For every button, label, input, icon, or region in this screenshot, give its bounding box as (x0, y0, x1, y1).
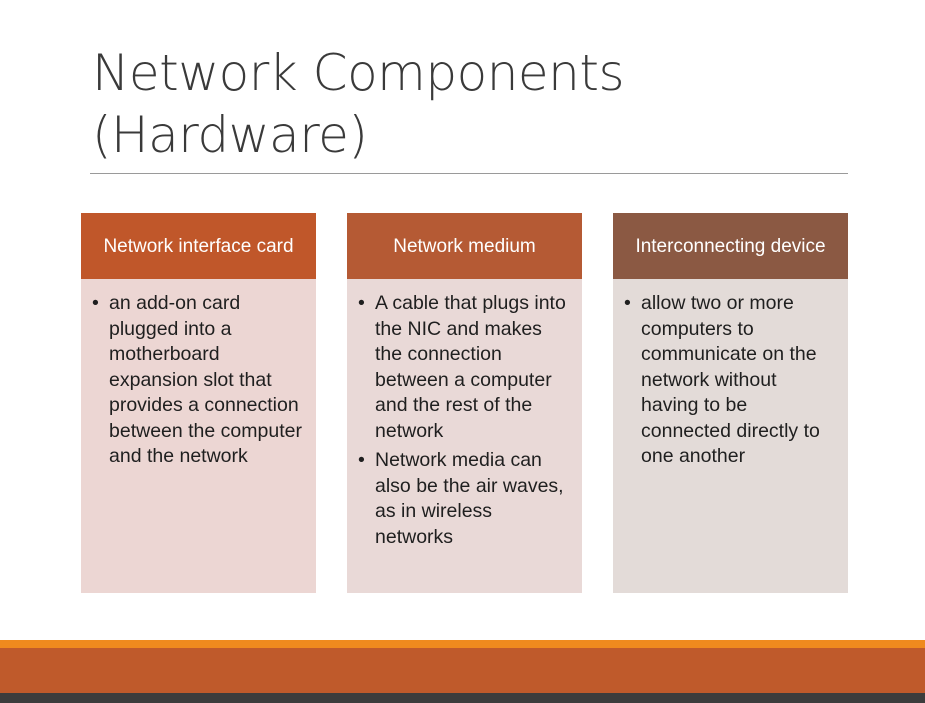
title-divider (90, 173, 848, 174)
card-heading: Interconnecting device (613, 213, 848, 279)
card-interconnecting-device: Interconnecting device allow two or more… (613, 213, 848, 593)
card-network-medium: Network medium A cable that plugs into t… (347, 213, 582, 593)
bullet-list: A cable that plugs into the NIC and make… (357, 291, 568, 550)
card-heading: Network medium (347, 213, 582, 279)
footer-band (0, 648, 925, 693)
footer-dark-stripe (0, 693, 925, 703)
bullet-list: allow two or more computers to communica… (623, 291, 834, 470)
bullet-list: an add-on card plugged into a motherboar… (91, 291, 302, 470)
card-network-interface-card: Network interface card an add-on card pl… (81, 213, 316, 593)
card-heading: Network interface card (81, 213, 316, 279)
card-body: allow two or more computers to communica… (613, 279, 848, 593)
footer-accent-stripe (0, 640, 925, 648)
bullet-item: an add-on card plugged into a motherboar… (91, 291, 302, 470)
bullet-item: Network media can also be the air waves,… (357, 448, 568, 550)
bullet-item: allow two or more computers to communica… (623, 291, 834, 470)
card-body: an add-on card plugged into a motherboar… (81, 279, 316, 593)
slide-title: Network Components (Hardware) (92, 42, 852, 166)
slide-title-line-2: (Hardware) (92, 106, 368, 164)
bullet-item: A cable that plugs into the NIC and make… (357, 291, 568, 444)
card-body: A cable that plugs into the NIC and make… (347, 279, 582, 593)
slide-title-line-1: Network Components (92, 44, 625, 102)
